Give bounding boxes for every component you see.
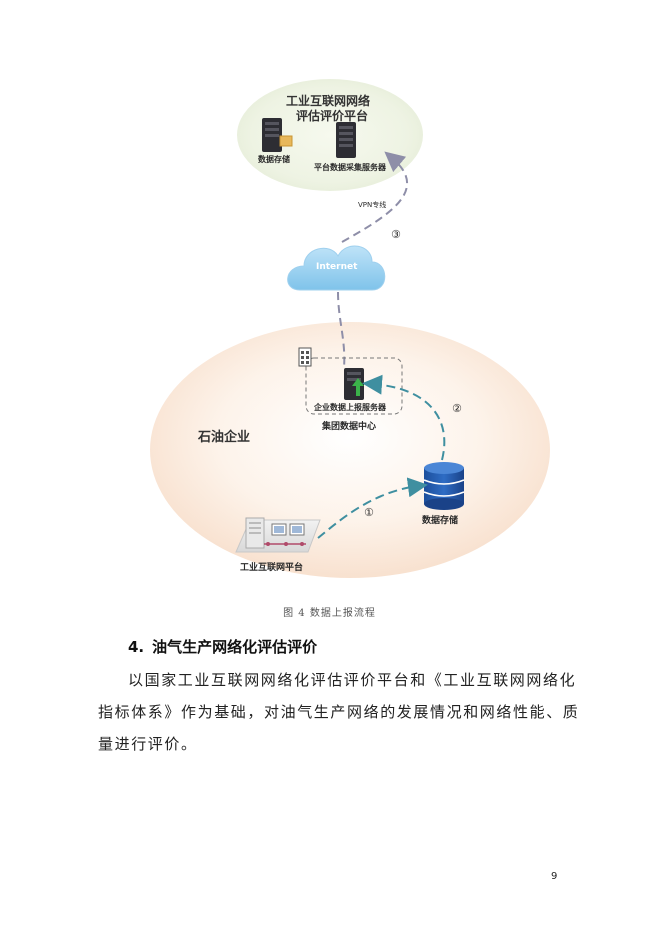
platform-collection-server-icon (336, 122, 356, 158)
internet-cloud-icon (287, 245, 386, 291)
section-heading: 4. 油气生产网络化评估评价 (128, 636, 325, 657)
internet-label: Internet (316, 262, 358, 272)
diagram-graphics (150, 79, 550, 578)
industrial-platform-icon (235, 517, 321, 553)
platform-zone (237, 79, 423, 191)
platform-storage-label: 数据存储 (258, 155, 290, 164)
data-reporting-diagram: 工业互联网网络 评估评价平台 数据存储 平台数据采集服务器 VPN专线 ③ In… (150, 79, 550, 578)
database-icon (423, 462, 465, 510)
vpn-label: VPN专线 (358, 201, 387, 209)
enterprise-server-icon (344, 368, 364, 400)
platform-title-line1: 工业互联网网络 (286, 94, 371, 108)
storage-label: 数据存储 (422, 516, 459, 526)
paragraph-line-2: 指标体系》作为基础，对油气生产网络的发展情况和网络性能、质 (98, 703, 580, 721)
step2-marker: ② (452, 402, 462, 415)
vpn-connection-line (341, 151, 408, 243)
step3-marker: ③ (391, 228, 401, 241)
building-icon (298, 347, 312, 367)
body-paragraph: 以国家工业互联网网络化评估评价平台和《工业互联网网络化 指标体系》作为基础，对油… (98, 664, 580, 760)
storage-to-server-line (362, 374, 446, 461)
enterprise-zone (150, 322, 550, 578)
platform-title-line2: 评估评价平台 (296, 109, 369, 123)
platform-to-storage-line (317, 477, 428, 539)
paragraph-line-1: 以国家工业互联网网络化评估评价平台和《工业互联网网络化 (128, 671, 577, 689)
enterprise-label: 石油企业 (198, 430, 251, 445)
platform-storage-server-icon (262, 118, 293, 152)
step1-marker: ① (364, 506, 374, 519)
figure-caption: 图 4 数据上报流程 (283, 608, 376, 619)
section-number: 4. (128, 638, 145, 656)
group-datacenter-box (305, 357, 403, 415)
industrial-platform-label: 工业互联网平台 (240, 563, 304, 573)
group-datacenter-label: 集团数据中心 (322, 422, 377, 432)
paragraph-line-3: 量进行评价。 (98, 735, 198, 753)
internet-to-datacenter-line (337, 291, 346, 369)
enterprise-server-label: 企业数据上报服务器 (314, 403, 386, 412)
section-title: 油气生产网络化评估评价 (152, 638, 318, 656)
platform-server-label: 平台数据采集服务器 (314, 163, 386, 172)
page-number: 9 (551, 871, 558, 882)
